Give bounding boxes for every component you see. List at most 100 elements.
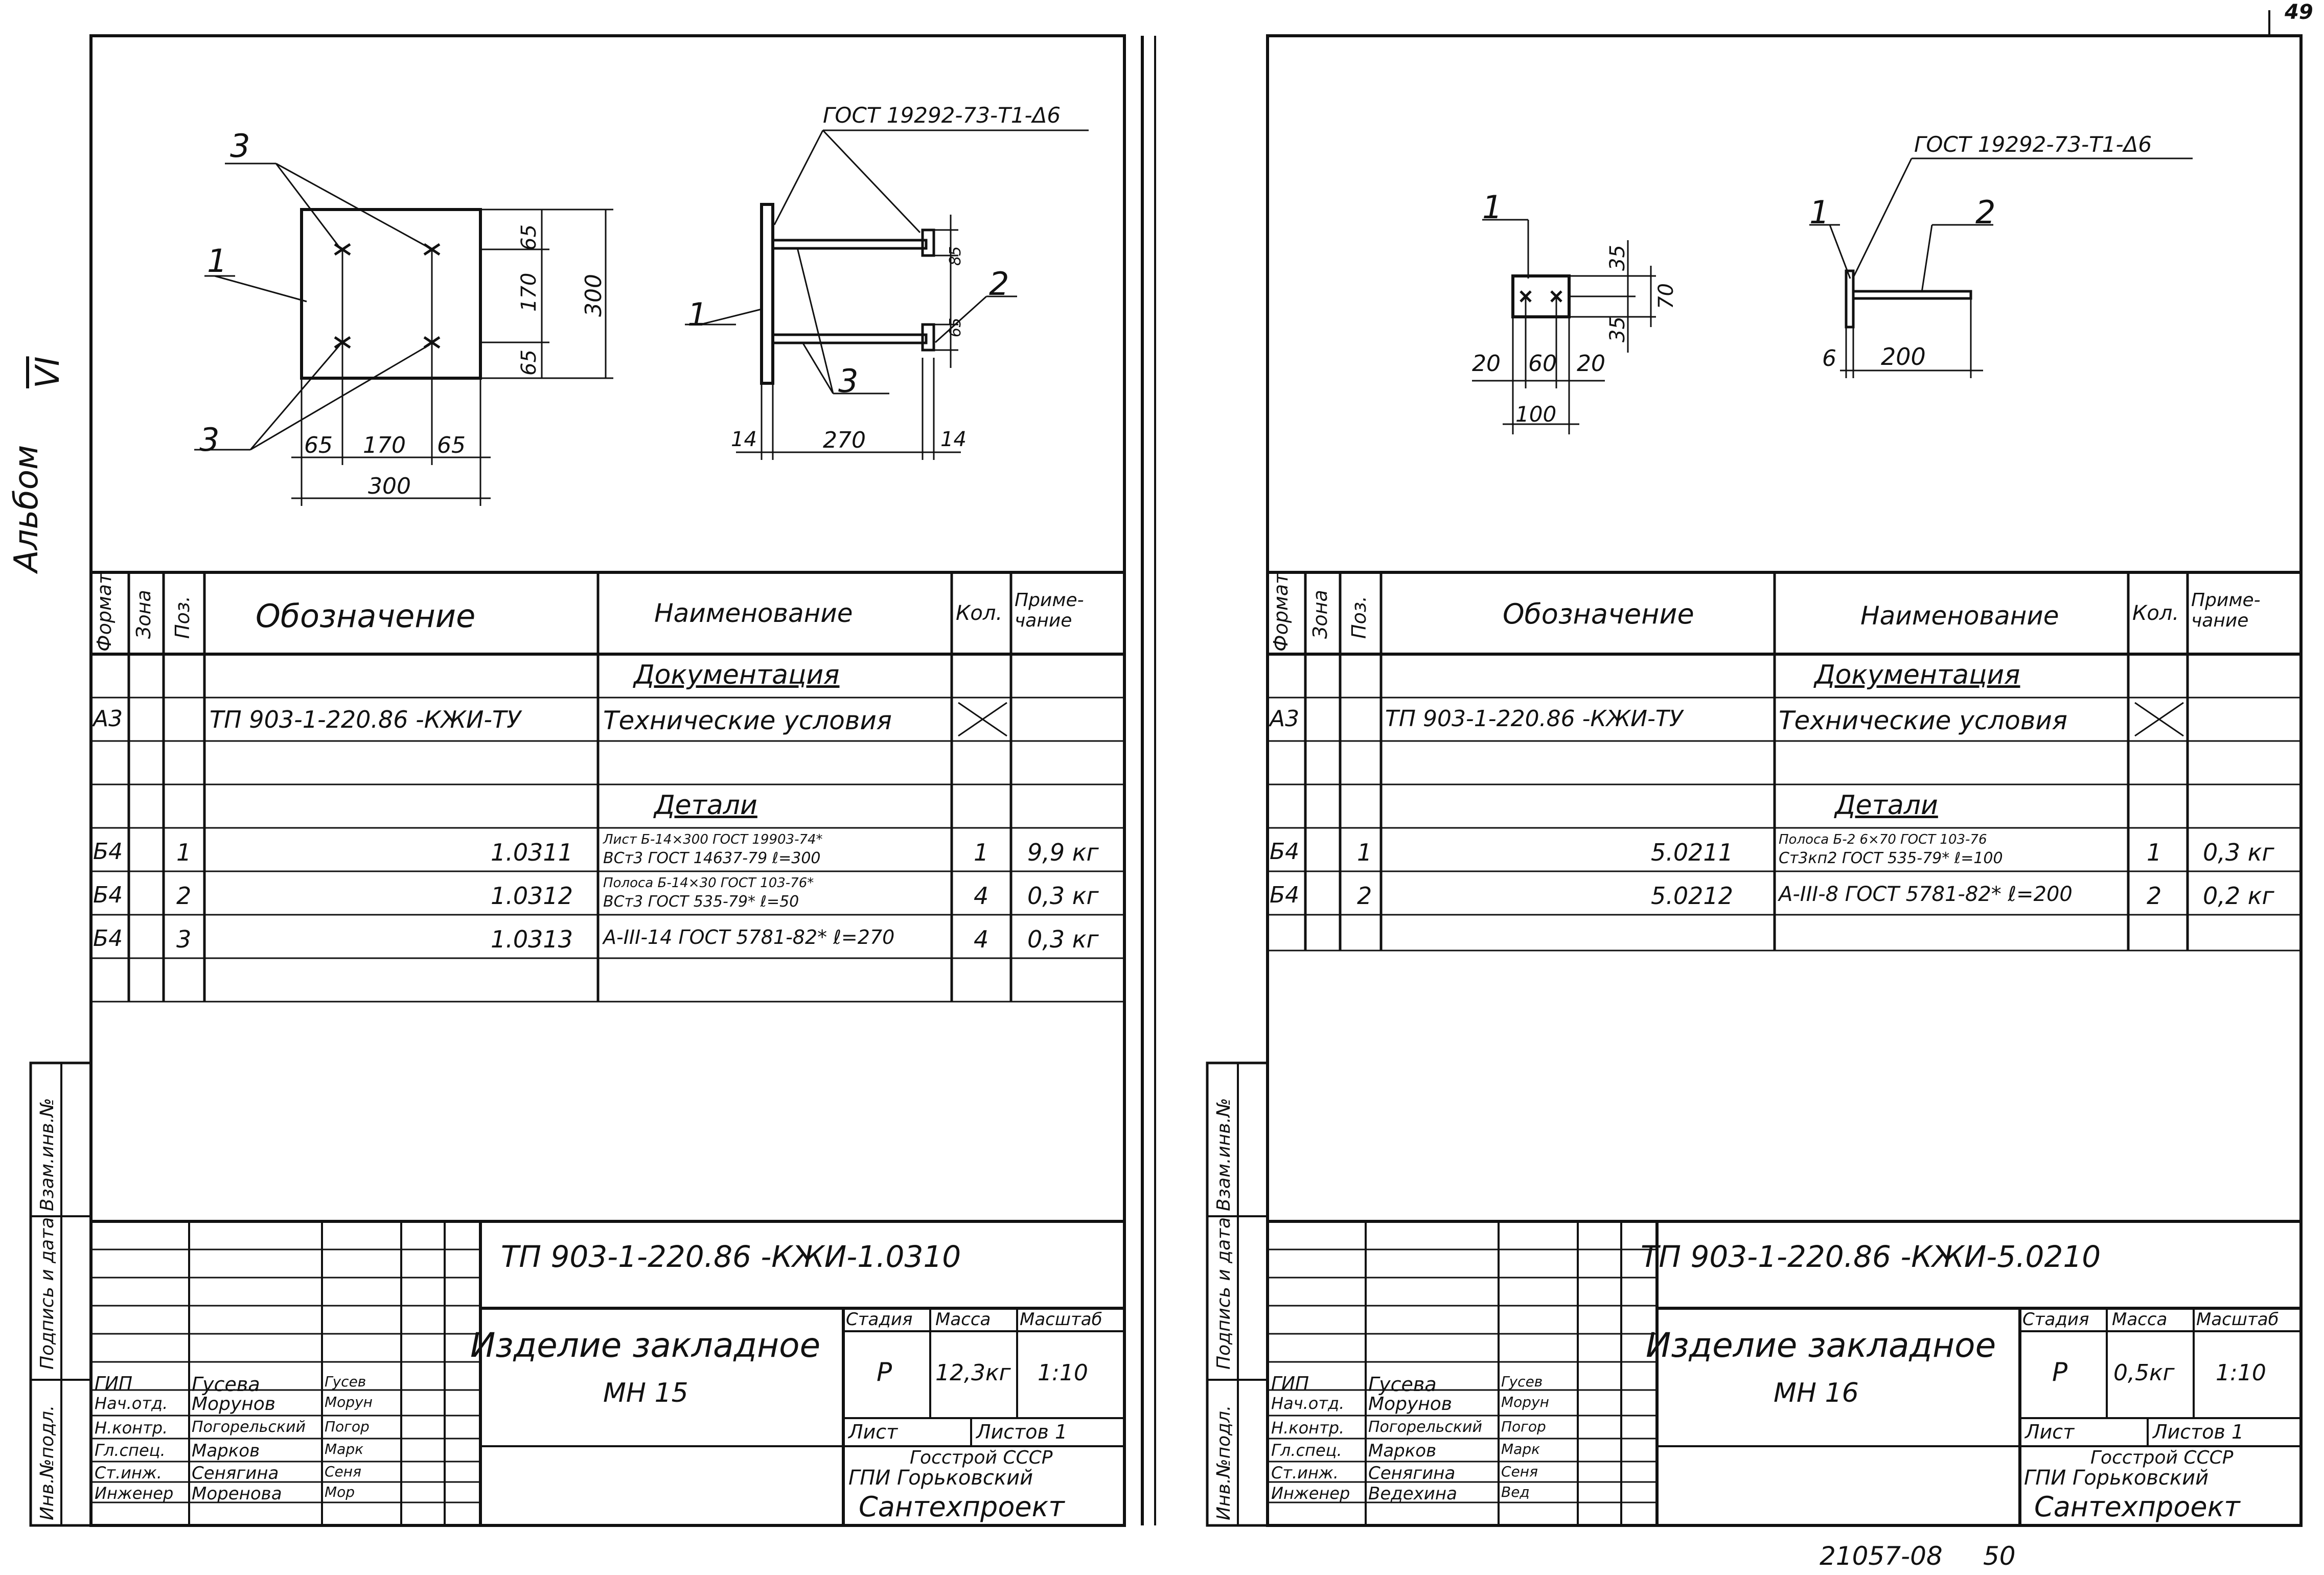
row-name-bottom: ВСт3 ГОСТ 14637-79 ℓ=300 (603, 849, 821, 867)
dim-200: 200 (1881, 343, 1926, 370)
callout-3-top: 3 (230, 127, 250, 165)
scale-value: 1:10 (1038, 1360, 1088, 1386)
staff-sign: Сеня (325, 1463, 361, 1480)
weld-note-mn16: ГОСТ 19292-73-Т1-Δ6 (1914, 132, 2152, 157)
staff-role: Н.контр. (95, 1418, 168, 1438)
col-designation-r: Обозначение (1503, 598, 1694, 630)
mass-header-r: Масса (2112, 1309, 2168, 1330)
mass-header: Масса (935, 1309, 991, 1330)
staff-sign: Гусев (325, 1373, 366, 1390)
row-qty: 4 (974, 882, 989, 910)
row-name-bottom: ВСт3 ГОСТ 535-79* ℓ=50 (603, 893, 799, 911)
dim-60: 60 (1528, 351, 1557, 377)
org-line-1: Госстрой СССР (910, 1447, 1053, 1468)
row-note: 0,3 кг (1027, 925, 1099, 953)
title-product-r: Изделие закладное (1646, 1326, 1996, 1365)
staff-role: Гл.спец. (95, 1441, 166, 1460)
staff-sign: Погор (1501, 1418, 1546, 1435)
row-designation: 1.0313 (491, 925, 573, 953)
staff-sign: Морун (325, 1394, 373, 1410)
col-name: Наименование (654, 598, 853, 628)
scale-value-r: 1:10 (2216, 1360, 2266, 1386)
row-note: 9,9 кг (1027, 839, 1099, 866)
staff-role: Нач.отд. (95, 1394, 168, 1413)
dim-170: 170 (363, 432, 406, 458)
callout-2-side: 2 (989, 265, 1009, 303)
row-format: Б4 (93, 839, 123, 865)
stage-header-r: Стадия (2022, 1309, 2089, 1330)
row-note: 0,2 кг (2203, 882, 2274, 910)
row-qty: 1 (2147, 839, 2162, 866)
staff-name: Погорельский (192, 1418, 306, 1436)
org-line-1-r: Госстрой СССР (2090, 1447, 2234, 1468)
callout-2-side-r: 2 (1975, 194, 1996, 231)
doc-designation-r: ТП 903-1-220.86 -КЖИ-ТУ (1385, 706, 1683, 732)
staff-sign: Сеня (1501, 1463, 1538, 1480)
callout-1-side: 1 (687, 296, 708, 333)
org-line-3: Сантехпроект (859, 1491, 1065, 1523)
row-format: Б4 (1270, 839, 1300, 865)
footer-page: 50 (1983, 1541, 2016, 1571)
callout-1-side-r: 1 (1809, 194, 1830, 231)
row-designation: 1.0311 (491, 839, 573, 866)
col-name-r: Наименование (1860, 601, 2059, 631)
col-note-r: Приме-чание (2191, 590, 2261, 631)
staff-role: Ст.инж. (1271, 1463, 1339, 1483)
row-note: 0,3 кг (2203, 839, 2274, 866)
row-designation: 5.0212 (1651, 882, 1733, 910)
callout-1-plan: 1 (207, 242, 227, 280)
org-line-3-r: Сантехпроект (2034, 1491, 2240, 1523)
staff-role: Ст.инж. (95, 1463, 162, 1483)
staff-name: Ведехина (1368, 1484, 1457, 1504)
title-product: Изделие закладное (470, 1326, 821, 1365)
drawing-mn15 (194, 129, 1089, 506)
title-code: ТП 903-1-220.86 -КЖИ-1.0310 (501, 1239, 961, 1274)
staff-sign: Морун (1501, 1394, 1549, 1410)
staff-name: Погорельский (1368, 1418, 1482, 1436)
row-designation: 1.0312 (491, 882, 573, 910)
mass-value: 12,3кг (935, 1360, 1011, 1386)
stage-header: Стадия (846, 1309, 913, 1330)
title-block-mn15 (91, 1220, 1124, 1525)
staff-sign: Вед (1501, 1484, 1530, 1500)
row-name-bottom: Ст3кп2 ГОСТ 535-79* ℓ=100 (1779, 849, 2003, 867)
sheets-count-r: Листов 1 (2153, 1421, 2244, 1443)
staff-sign: Мор (325, 1484, 355, 1500)
col-designation: Обозначение (256, 597, 476, 635)
dim-20-right: 20 (1577, 351, 1605, 377)
callout-3-side: 3 (838, 362, 859, 400)
row-pos: 3 (176, 925, 192, 953)
section-docs-r: Документация (1814, 660, 2020, 690)
sheets-count: Листов 1 (976, 1421, 1068, 1443)
mass-value-r: 0,5кг (2113, 1360, 2175, 1386)
drawing-mn16 (1472, 157, 2193, 434)
staff-role: Н.контр. (1271, 1418, 1345, 1438)
staff-name: Гусева (1368, 1373, 1437, 1396)
callout-1-plan-r: 1 (1482, 189, 1503, 226)
sheet-label-r: Лист (2025, 1421, 2075, 1443)
staff-name: Сенягина (192, 1463, 279, 1484)
title-mark-r: МН 16 (1774, 1378, 1859, 1408)
staff-name: Морунов (1368, 1394, 1453, 1415)
staff-name: Марков (192, 1441, 260, 1461)
row-format: Б4 (93, 925, 123, 952)
dim-6: 6 (1822, 345, 1836, 372)
weld-note-mn15: ГОСТ 19292-73-Т1-Δ6 (823, 103, 1061, 128)
dim-65-left: 65 (304, 432, 333, 458)
spec-table-mn16 (1268, 571, 2301, 952)
dim-65-right: 65 (437, 432, 466, 458)
dim-300-h: 300 (368, 473, 411, 499)
row-format: Б4 (1270, 882, 1300, 908)
staff-sign: Марк (1501, 1441, 1540, 1457)
staff-role: Гл.спец. (1271, 1441, 1342, 1460)
staff-role: ГИП (95, 1373, 133, 1394)
staff-sign: Марк (325, 1441, 364, 1457)
doc-designation: ТП 903-1-220.86 -КЖИ-ТУ (210, 706, 521, 733)
staff-name: Морунов (192, 1394, 276, 1415)
staff-role: Нач.отд. (1271, 1394, 1345, 1413)
spec-table-mn15 (91, 571, 1124, 1003)
col-qty: Кол. (956, 601, 1003, 625)
staff-name: Марков (1368, 1441, 1437, 1461)
staff-role: Инженер (1271, 1484, 1350, 1503)
scale-header-r: Масштаб (2196, 1309, 2279, 1330)
